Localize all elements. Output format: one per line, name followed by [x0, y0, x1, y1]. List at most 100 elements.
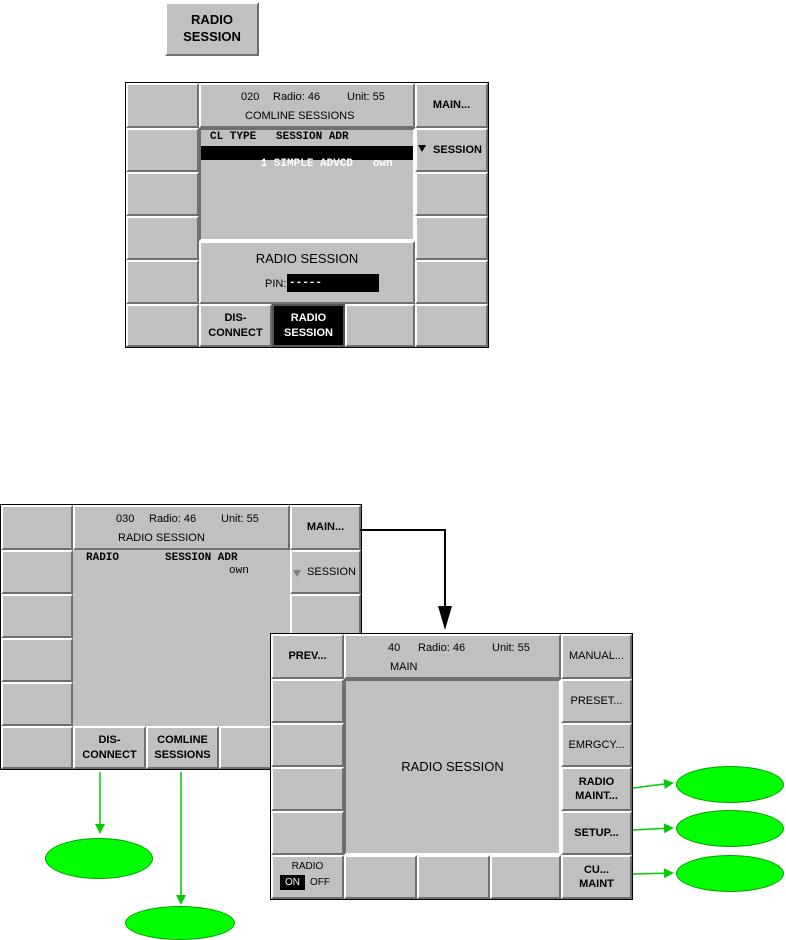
left-softkey-1[interactable]: [1, 505, 73, 550]
radio-maint-flow-arrow: [632, 779, 674, 789]
bottom-softkey-4[interactable]: [345, 304, 415, 347]
session-button[interactable]: SESSION: [415, 128, 488, 172]
left-softkey-3[interactable]: [1, 594, 73, 638]
prev-button[interactable]: PREV...: [271, 634, 344, 679]
preset-button[interactable]: PRESET...: [561, 679, 632, 723]
left-softkey-1[interactable]: [126, 83, 199, 128]
setup-label: SETUP...: [574, 826, 619, 839]
center-text: RADIO SESSION: [401, 759, 504, 774]
pin-value: -----: [289, 277, 323, 289]
main-flow-arrowhead: [438, 606, 452, 630]
disconnect-line2: CONNECT: [82, 748, 137, 761]
list-header-right: SESSION ADR: [165, 552, 238, 564]
left-softkey-5[interactable]: [271, 811, 344, 855]
list-row-selected[interactable]: 1 SIMPLE ADVCD own: [201, 146, 413, 170]
session-button-label: SESSION: [433, 143, 482, 156]
right-softkey-3[interactable]: [290, 594, 361, 638]
setup-flow-arrow: [632, 823, 674, 834]
cu-maint-line2: MAINT: [579, 878, 614, 890]
screen-title: RADIO SESSION: [118, 532, 205, 544]
radio-session-dialog: RADIO SESSION PIN: -----: [199, 241, 415, 304]
left-softkey-4[interactable]: [1, 638, 73, 682]
left-softkey-3[interactable]: [126, 172, 199, 216]
manual-label: MANUAL...: [568, 650, 624, 663]
radio-session-line1: RADIO: [290, 312, 327, 325]
radio-off-state[interactable]: OFF: [310, 877, 330, 888]
pin-label: PIN:: [265, 278, 287, 290]
unit-id: Unit: 55: [347, 91, 385, 103]
list-header: CL TYPE SESSION ADR: [210, 131, 349, 143]
screen-number: 40: [388, 642, 401, 654]
cu-maint-flow-arrow: [632, 868, 674, 879]
radio-onoff-toggle[interactable]: RADIO ON OFF: [271, 855, 344, 899]
session-button-label: SESSION: [307, 565, 356, 578]
left-softkey-5[interactable]: [1, 682, 73, 726]
cu-maint-target-oval: [676, 855, 784, 892]
main-screen: PREV... 40 Radio: 46 Unit: 55 MAIN RADIO…: [270, 633, 633, 900]
left-softkey-2[interactable]: [271, 679, 344, 723]
bottom-softkey-4[interactable]: [490, 855, 561, 899]
right-softkey-5[interactable]: [415, 260, 488, 304]
radio-toggle-label: RADIO: [291, 861, 324, 872]
cu-maint-line1: CU...: [583, 863, 610, 876]
disconnect-button[interactable]: DIS-CONNECT: [73, 726, 146, 769]
pin-input[interactable]: -----: [287, 274, 379, 292]
setup-button[interactable]: SETUP...: [561, 811, 632, 855]
screen-number: 030: [116, 513, 135, 525]
screen-title: MAIN: [390, 661, 418, 673]
bottom-softkey-2[interactable]: [344, 855, 417, 899]
disconnect-line2: CONNECT: [208, 326, 263, 339]
bottom-softkey-5[interactable]: [415, 304, 488, 347]
radio-on-state[interactable]: ON: [280, 875, 305, 890]
emrgcy-label: EMRGCY...: [568, 738, 625, 751]
list-header-left: RADIO: [86, 552, 120, 564]
dialog-title: RADIO SESSION: [255, 251, 359, 266]
emrgcy-button[interactable]: EMRGCY...: [561, 723, 632, 767]
comline-line1: COMLINE: [157, 734, 208, 747]
left-softkey-4[interactable]: [271, 767, 344, 811]
right-softkey-3[interactable]: [415, 172, 488, 216]
left-softkey-5[interactable]: [126, 260, 199, 304]
bottom-left-softkey[interactable]: [126, 304, 199, 347]
right-softkey-4[interactable]: [415, 216, 488, 260]
radio-maint-line1: RADIO: [578, 775, 615, 788]
left-softkey-4[interactable]: [126, 216, 199, 260]
left-softkey-3[interactable]: [271, 723, 344, 767]
left-softkey-2[interactable]: [126, 128, 199, 172]
unit-id: Unit: 55: [221, 513, 259, 525]
main-button-label: MAIN...: [306, 521, 345, 534]
radio-id: Radio: 46: [273, 91, 321, 103]
session-list: RADIO SESSION ADR own: [73, 550, 290, 726]
radio-id: Radio: 46: [149, 513, 197, 525]
disconnect-line1: DIS-: [224, 312, 247, 325]
comline-sessions-screen: 020 Radio: 46 Unit: 55 COMLINE SESSIONS …: [125, 82, 489, 348]
list-value: own: [229, 565, 249, 577]
main-button[interactable]: MAIN...: [415, 83, 488, 128]
screen-header: 020 Radio: 46 Unit: 55 COMLINE SESSIONS: [199, 83, 415, 128]
scroll-down-icon[interactable]: [418, 145, 426, 152]
disconnect-line1: DIS-: [98, 734, 121, 747]
session-button[interactable]: SESSION: [290, 550, 361, 594]
screen-number: 020: [241, 91, 260, 103]
unit-id: Unit: 55: [492, 642, 530, 654]
manual-button[interactable]: MANUAL...: [561, 634, 632, 679]
radio-maint-target-oval: [676, 766, 784, 803]
disconnect-button[interactable]: DIS-CONNECT: [199, 304, 272, 347]
comline-target-oval: [125, 906, 235, 940]
setup-target-oval: [676, 810, 784, 847]
disconnect-target-oval: [45, 838, 153, 879]
bottom-left-softkey[interactable]: [1, 726, 73, 769]
main-button[interactable]: MAIN...: [290, 505, 361, 550]
radio-id: Radio: 46: [418, 642, 466, 654]
cu-maint-button[interactable]: CU... MAINT: [561, 855, 632, 899]
main-flow-arrow: [360, 529, 446, 610]
bottom-softkey-3[interactable]: [417, 855, 490, 899]
left-softkey-2[interactable]: [1, 550, 73, 594]
scroll-down-icon[interactable]: [293, 570, 301, 577]
key-line1: RADIO: [191, 12, 233, 28]
radio-session-line2: SESSION: [284, 326, 333, 339]
